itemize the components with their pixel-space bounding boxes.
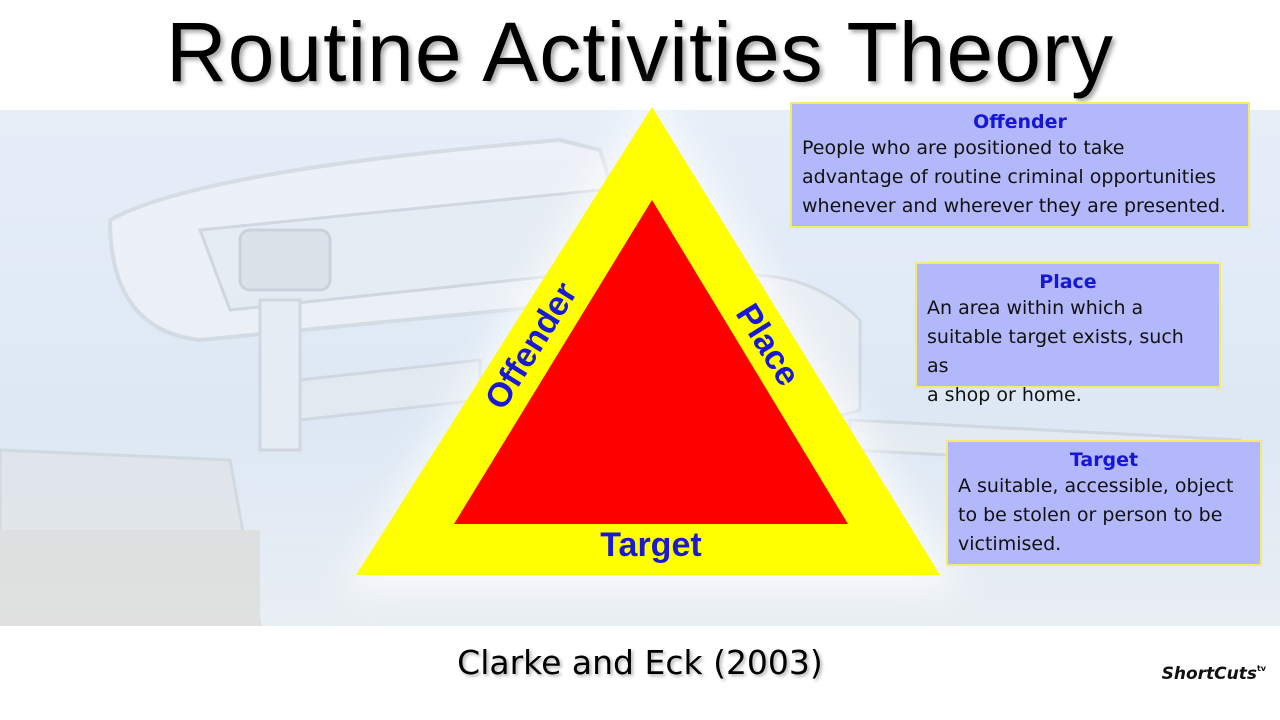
box-line: A suitable, accessible, object [958, 472, 1250, 501]
box-title: Offender [802, 110, 1238, 134]
box-title: Target [958, 448, 1250, 472]
box-line: People who are positioned to take [802, 134, 1238, 163]
box-line: advantage of routine criminal opportunit… [802, 163, 1238, 192]
brand-suffix: tv [1257, 664, 1266, 673]
triangle-label-target: Target [600, 526, 701, 564]
brand-name: ShortCuts [1162, 664, 1257, 684]
box-line: to be stolen or person to be [958, 501, 1250, 530]
box-line: a shop or home. [927, 381, 1209, 410]
box-line: whenever and wherever they are presented… [802, 192, 1238, 221]
offender-definition-box: Offender People who are positioned to ta… [790, 102, 1250, 228]
place-definition-box: Place An area within which a suitable ta… [915, 262, 1221, 388]
box-line: An area within which a [927, 294, 1209, 323]
citation: Clarke and Eck (2003) [0, 643, 1280, 682]
shortcuts-logo: ShortCutstv [1162, 664, 1266, 684]
box-line: victimised. [958, 530, 1250, 559]
box-title: Place [927, 270, 1209, 294]
target-definition-box: Target A suitable, accessible, object to… [946, 440, 1262, 566]
box-line: suitable target exists, such as [927, 323, 1209, 381]
